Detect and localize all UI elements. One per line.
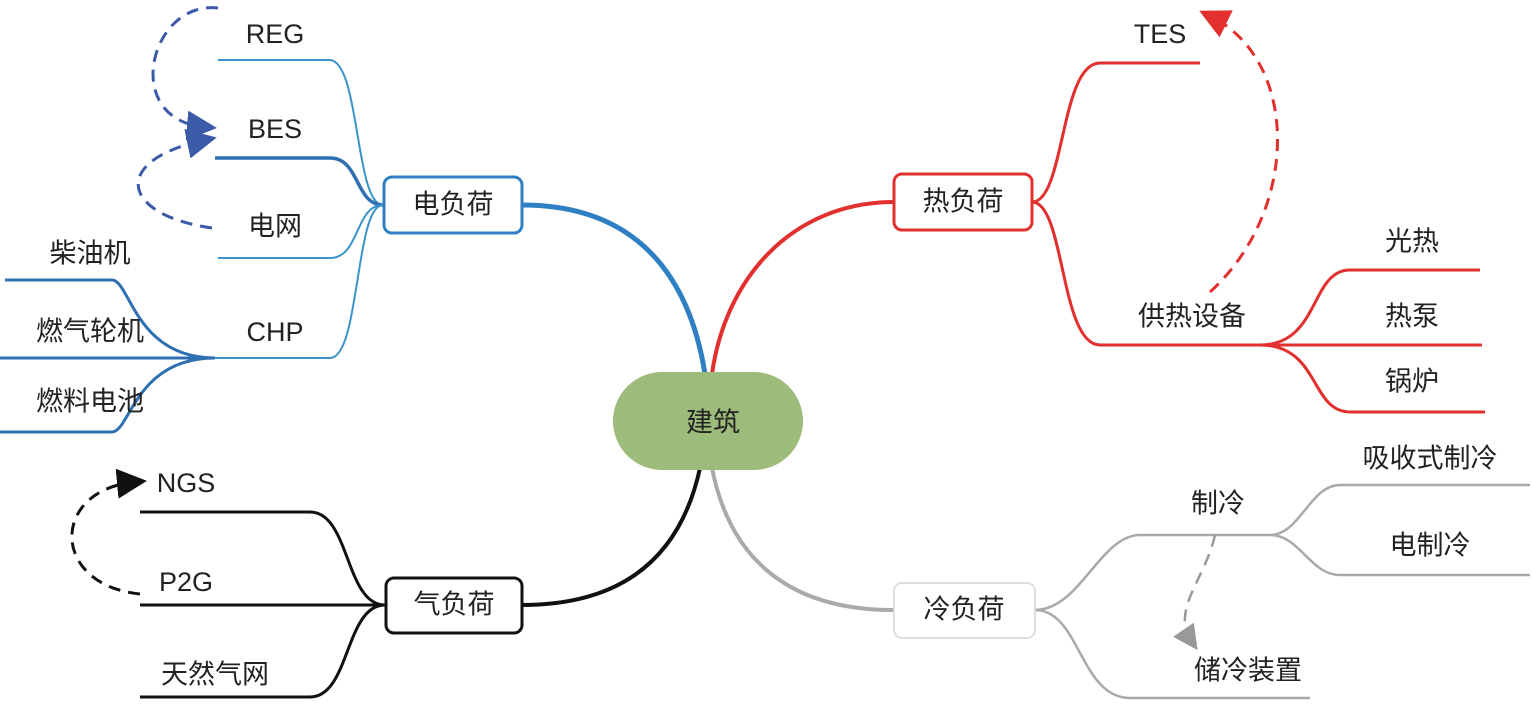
reg-to-bes-dashed-arrow bbox=[151, 6, 219, 141]
heat-node[interactable]: 热负荷 bbox=[892, 172, 1034, 232]
node-grid[interactable]: 电网 bbox=[248, 212, 302, 243]
heat-trunk bbox=[710, 200, 894, 375]
node-tes[interactable]: TES bbox=[1134, 19, 1187, 49]
gas-trunk bbox=[521, 467, 702, 607]
gas-branches bbox=[140, 510, 386, 699]
electric-branches bbox=[215, 59, 384, 359]
heat-branches bbox=[1031, 61, 1485, 414]
node-boiler[interactable]: 锅炉 bbox=[1385, 367, 1439, 398]
node-heat-pump[interactable]: 热泵 bbox=[1385, 302, 1439, 333]
electric-trunk bbox=[521, 202, 708, 375]
node-heat-supply[interactable]: 供热设备 bbox=[1138, 302, 1246, 333]
cold-node[interactable]: 冷负荷 bbox=[893, 582, 1036, 639]
node-electric-cooling[interactable]: 电制冷 bbox=[1390, 531, 1471, 562]
node-p2g[interactable]: P2G bbox=[159, 567, 213, 597]
cold-branches bbox=[1034, 483, 1530, 700]
chp-branches bbox=[0, 278, 216, 434]
node-solar-thermal[interactable]: 光热 bbox=[1385, 227, 1439, 258]
gas-node[interactable]: 气负荷 bbox=[384, 576, 524, 635]
node-natural-gas-grid[interactable]: 天然气网 bbox=[161, 660, 269, 691]
gas-label: 气负荷 bbox=[414, 590, 495, 621]
node-reg[interactable]: REG bbox=[246, 19, 305, 49]
cold-trunk bbox=[710, 467, 894, 612]
supply-to-tes-dashed-arrow bbox=[1199, 10, 1279, 294]
cold-label: 冷负荷 bbox=[924, 595, 1005, 626]
node-fuel-cell[interactable]: 燃料电池 bbox=[36, 387, 144, 418]
node-chp[interactable]: CHP bbox=[246, 317, 303, 347]
heat-label: 热负荷 bbox=[923, 187, 1004, 218]
node-ngs[interactable]: NGS bbox=[157, 468, 216, 498]
node-gas-turbine[interactable]: 燃气轮机 bbox=[36, 317, 144, 348]
cooling-to-storage-dashed-arrow bbox=[1173, 534, 1217, 651]
node-bes[interactable]: BES bbox=[248, 114, 302, 144]
grid-to-bes-dashed-arrow bbox=[136, 129, 217, 230]
node-cooling[interactable]: 制冷 bbox=[1191, 489, 1245, 520]
electric-label: 电负荷 bbox=[413, 190, 494, 221]
node-diesel[interactable]: 柴油机 bbox=[50, 239, 131, 270]
node-absorption-cooling[interactable]: 吸收式制冷 bbox=[1363, 444, 1498, 475]
center-label: 建筑 bbox=[686, 408, 740, 439]
electric-node[interactable]: 电负荷 bbox=[382, 175, 524, 235]
p2g-to-ngs-dashed-arrow bbox=[70, 468, 147, 596]
center-node[interactable]: 建筑 bbox=[613, 372, 803, 470]
node-cold-storage[interactable]: 储冷装置 bbox=[1194, 656, 1302, 687]
